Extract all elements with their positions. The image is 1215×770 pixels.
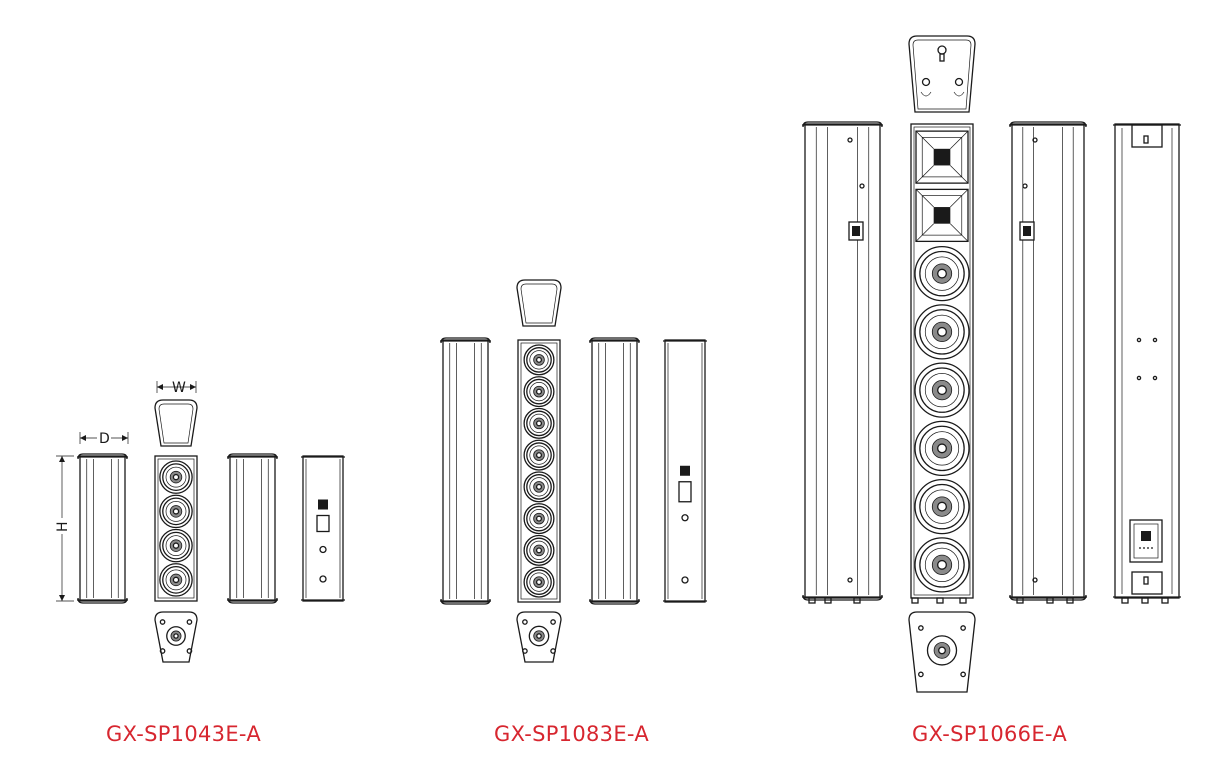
connector-icon — [1141, 531, 1151, 541]
top-cap-3 — [908, 35, 976, 113]
foot — [936, 597, 944, 604]
model-label-gx-sp1043e-a: GX-SP1043E-A — [106, 722, 261, 746]
model-label-gx-sp1083e-a: GX-SP1083E-A — [494, 722, 649, 746]
connector-icon — [680, 465, 690, 476]
top-cap-1 — [154, 399, 198, 447]
side-view-right-1 — [227, 453, 278, 604]
foot — [959, 597, 967, 604]
foot — [1016, 597, 1024, 604]
input-plate — [316, 514, 330, 533]
bottom-bracket-3 — [908, 611, 976, 693]
front-view-3 — [910, 123, 974, 599]
foot — [824, 597, 832, 604]
side-view-left-2 — [440, 337, 491, 605]
rear-view-1 — [301, 455, 345, 602]
foot — [808, 597, 816, 604]
bottom-bracket-2 — [516, 611, 562, 663]
rear-view-2 — [663, 339, 707, 603]
dim-depth-label: D — [99, 431, 110, 447]
dim-width-label: W — [172, 380, 186, 396]
foot — [853, 597, 861, 604]
top-cap-3-details — [920, 45, 965, 97]
connector-icon — [318, 499, 328, 510]
side-view-left-3 — [802, 121, 883, 601]
foot — [1121, 597, 1129, 604]
model-label-gx-sp1066e-a: GX-SP1066E-A — [912, 722, 1067, 746]
bottom-bracket-1 — [154, 611, 198, 663]
rear-view-3 — [1113, 123, 1181, 599]
top-cap-2 — [516, 279, 562, 327]
foot — [911, 597, 919, 604]
side-view-right-2 — [589, 337, 640, 605]
input-plate — [678, 481, 692, 503]
front-view-2 — [517, 339, 561, 603]
side-view-left-1 — [77, 453, 128, 604]
foot — [1066, 597, 1074, 604]
foot — [1141, 597, 1149, 604]
foot — [1046, 597, 1054, 604]
foot — [1161, 597, 1169, 604]
side-view-right-3 — [1009, 121, 1087, 601]
front-view-1 — [154, 455, 198, 602]
dimension-markers-1: W D H — [54, 380, 197, 602]
dim-height-label: H — [55, 521, 71, 532]
